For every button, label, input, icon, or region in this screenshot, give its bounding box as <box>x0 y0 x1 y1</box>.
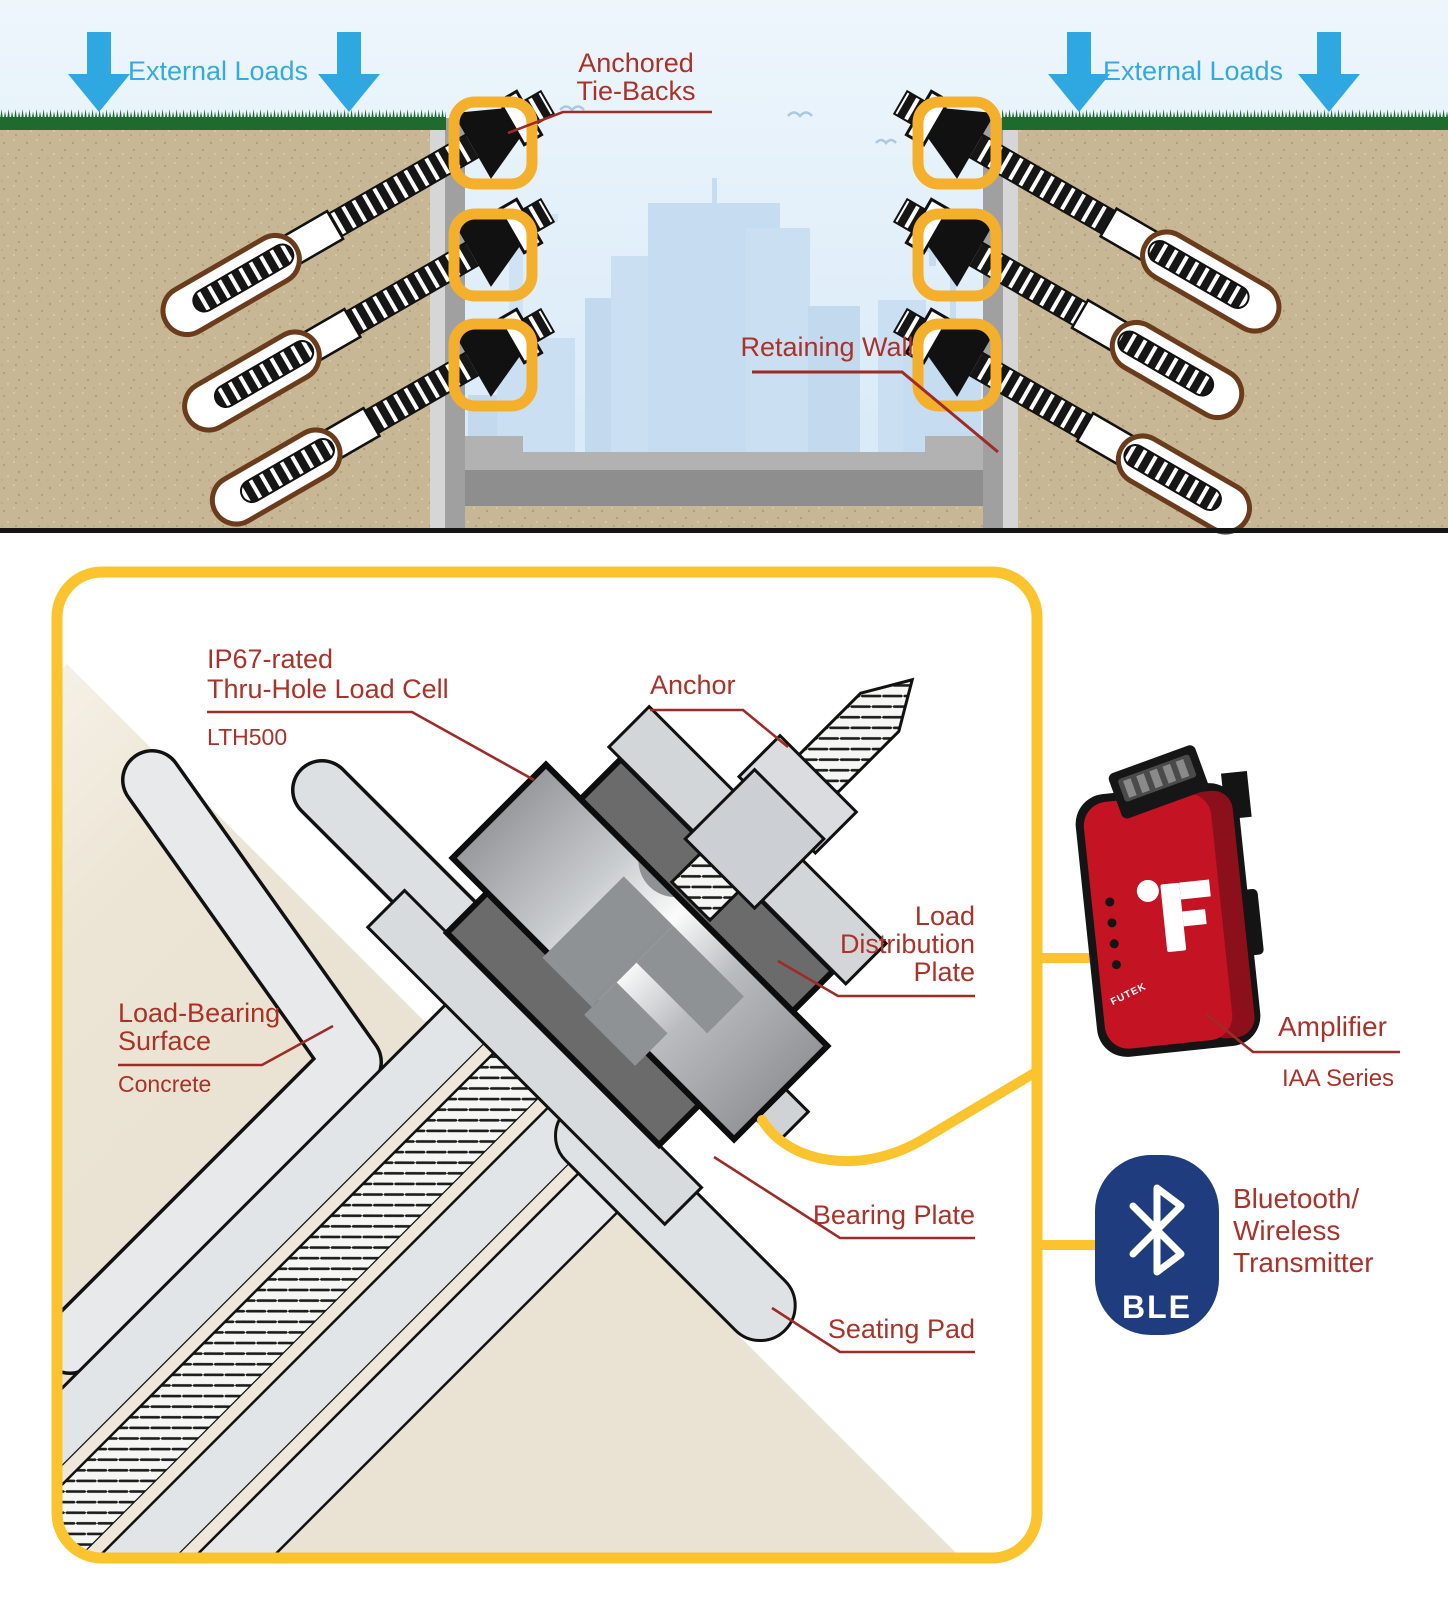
ldp-label-line3: Plate <box>913 957 975 987</box>
anchored-tie-backs-label2: Tie-Backs <box>576 76 695 106</box>
section-divider <box>0 528 1448 533</box>
tie-back-rod <box>892 89 1282 334</box>
ldp-leader <box>777 959 975 998</box>
terminal-connector <box>1108 745 1209 819</box>
bearing-plate-label: Bearing Plate <box>813 1200 975 1230</box>
load-bearing-label-line1: Load-Bearing <box>118 998 280 1028</box>
seating-pad-leader <box>771 1306 975 1354</box>
sensor-cable <box>757 1067 1041 1166</box>
grass-left <box>0 108 446 130</box>
tie-back-rod <box>892 197 1245 420</box>
anchor-nut <box>683 767 826 911</box>
tie-back-rod <box>209 307 556 527</box>
anchor-label: Anchor <box>650 670 736 700</box>
grass-right <box>1002 108 1448 130</box>
load-cell-leader <box>207 710 535 782</box>
load-bearing-material: Concrete <box>118 1071 211 1097</box>
grouted-tieback-bundle <box>62 966 674 1553</box>
load-cell-detail-panel: IP67-rated Thru-Hole Load Cell LTH500 An… <box>51 566 1098 1564</box>
ble-label-line1: Bluetooth/ <box>1233 1183 1359 1214</box>
bearing-plate-leader <box>713 1155 975 1240</box>
futek-logo-icon <box>1136 879 1211 953</box>
ble-label-line3: Transmitter <box>1233 1247 1374 1278</box>
down-arrow-icon <box>68 32 1360 112</box>
amplifier-leader <box>1205 1012 1400 1054</box>
bluetooth-icon <box>1129 1184 1185 1276</box>
ble-transmitter: BLE <box>1095 1155 1219 1335</box>
amplifier-series: IAA Series <box>1282 1065 1394 1092</box>
load-cell-label-line2: Thru-Hole Load Cell <box>207 674 449 704</box>
anchor-leader <box>650 708 789 749</box>
load-bearing-label-line2: Surface <box>118 1026 211 1056</box>
load-cell-model: LTH500 <box>207 724 287 750</box>
tie-back-rod <box>182 197 556 433</box>
external-loads-label-right: External Loads <box>1103 56 1283 86</box>
anchored-tie-backs-leader <box>507 110 712 135</box>
status-leds <box>1105 897 1121 970</box>
panel-border <box>51 566 1043 1564</box>
external-loads-label-left: External Loads <box>128 56 308 86</box>
site-cross-section: External Loads External Loads Anchored T… <box>0 0 1448 535</box>
load-cell-label-line1: IP67-rated <box>207 644 333 674</box>
city-skyline <box>468 178 981 465</box>
anchor-assembly <box>62 677 915 1553</box>
pit-floor-slab <box>465 436 983 528</box>
anchored-tie-backs-label: Anchored <box>578 48 694 78</box>
retaining-wall-leader <box>752 370 999 454</box>
wall-layer-bar <box>62 749 383 1375</box>
ble-label-line2: Wireless <box>1233 1215 1340 1246</box>
ldp-label-line2: Distribution <box>840 929 975 959</box>
load-bearing-leader <box>118 1024 334 1067</box>
amplifier-label: Amplifier <box>1278 1011 1387 1042</box>
anchor-highlight-boxes <box>448 96 1002 412</box>
ldp-label-line1: Load <box>915 901 975 931</box>
ble-badge-text: BLE <box>1122 1289 1192 1325</box>
seating-pad-label: Seating Pad <box>828 1314 975 1344</box>
retaining-wall-label: Retaining Wall <box>740 332 913 362</box>
amplifier-device: FUTEK <box>1075 745 1264 1057</box>
